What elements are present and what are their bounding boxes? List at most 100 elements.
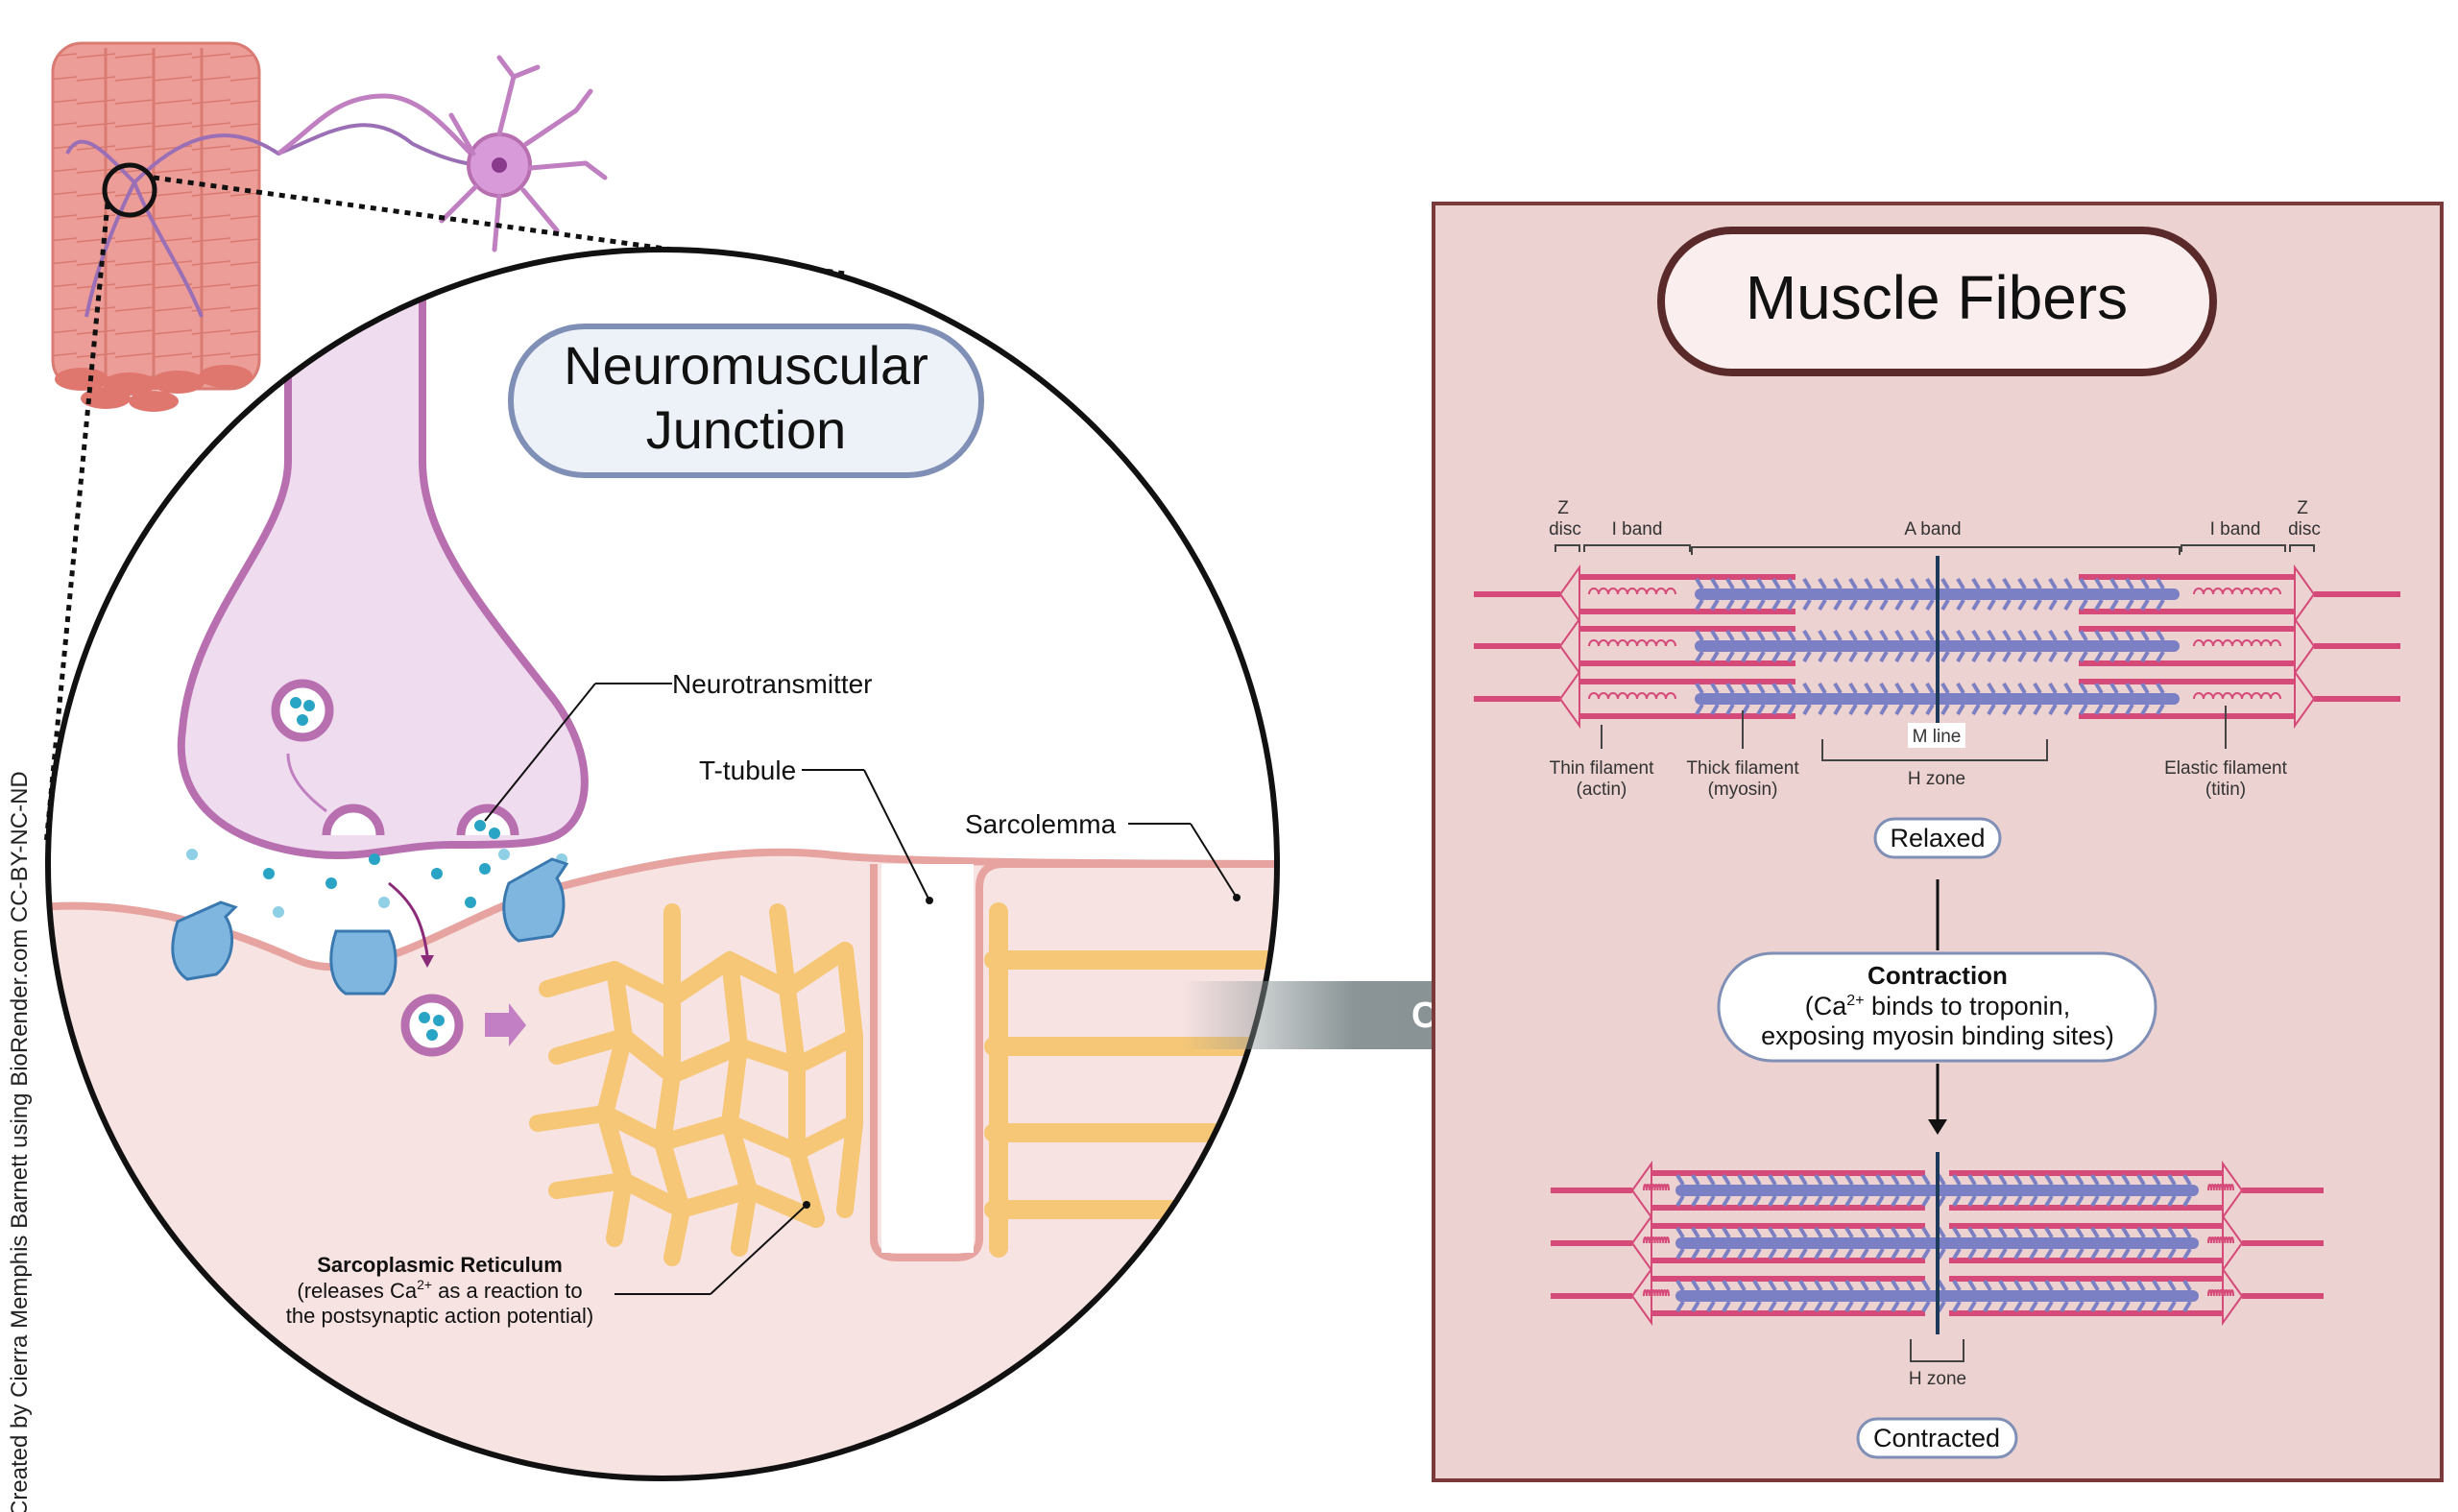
myosin-head [1864, 703, 1873, 716]
myosin-head [1998, 1173, 2008, 1187]
myosin-head [2044, 1300, 2054, 1313]
relaxed-pill: Relaxed [1873, 817, 2002, 859]
myosin-head [1783, 1194, 1793, 1208]
acetylcholine-receptor [171, 857, 569, 996]
myosin-head [1768, 1279, 1777, 1292]
myosin-head [1921, 1300, 1931, 1313]
myosin-head [1752, 1247, 1762, 1260]
myosin-head [2109, 682, 2119, 695]
myosin-head [1710, 682, 1720, 695]
myosin-head [1998, 1300, 2008, 1313]
myosin-head [2106, 1247, 2115, 1260]
myosin-head [1706, 1226, 1716, 1239]
myosin-head [1783, 1247, 1793, 1260]
myosin-head [2121, 1194, 2131, 1208]
myosin-head [1818, 682, 1827, 695]
myosin-head [1848, 703, 1858, 716]
label-neurotransmitter: Neurotransmitter [672, 669, 873, 699]
myosin-head [1737, 1300, 1747, 1313]
myosin-head [2079, 629, 2088, 642]
myosin-head [2167, 1279, 2177, 1292]
myosin-head [1906, 1194, 1916, 1208]
credit-text: Created by Cierra Memphis Barnett using … [7, 771, 33, 1512]
myosin-head [1864, 598, 1873, 612]
myosin-head [2152, 1279, 2161, 1292]
label-i-band-right: I band [2210, 519, 2261, 540]
myosin-head [1833, 650, 1843, 663]
myosin-head [1971, 703, 1981, 716]
label-z-disc-left-2: disc [1549, 519, 1581, 540]
myosin-head [1741, 577, 1750, 590]
label-h-zone-relaxed: H zone [1908, 769, 1965, 789]
myosin-head [2044, 1247, 2054, 1260]
myosin-head [1952, 1300, 1962, 1313]
myosin-head [1814, 1279, 1823, 1292]
myosin-head [1695, 598, 1704, 612]
myosin-head [1998, 1279, 2008, 1292]
myosin-head [2060, 1247, 2069, 1260]
elastic-filament [2193, 639, 2281, 647]
myosin-head [1875, 1300, 1885, 1313]
myosin-head [1818, 650, 1827, 663]
myosin-head [2156, 682, 2165, 695]
myosin-head [1768, 1194, 1777, 1208]
z-disc [2294, 564, 2315, 625]
relaxed-text: Relaxed [1890, 824, 1985, 852]
myosin-head [2182, 1279, 2192, 1292]
myosin-head [1971, 629, 1981, 642]
myosin-head [1952, 1194, 1962, 1208]
myosin-head [1814, 1247, 1823, 1260]
myosin-head [2063, 650, 2073, 663]
myosin-head [1906, 1226, 1916, 1239]
myosin-head [1833, 577, 1843, 590]
myosin-head [2060, 1173, 2069, 1187]
myosin-head [1725, 598, 1735, 612]
myosin-head [1998, 1226, 2008, 1239]
myosin-head [2079, 650, 2088, 663]
myosin-head [2121, 1173, 2131, 1187]
myosin-head [1891, 1300, 1900, 1313]
myosin-head [1752, 1173, 1762, 1187]
myosin-head [1956, 650, 1965, 663]
myosin-head [2048, 629, 2058, 642]
myosin-head [1722, 1226, 1731, 1239]
myosin-head [1906, 1247, 1916, 1260]
myosin-head [1710, 598, 1720, 612]
myosin-head [1798, 1226, 1808, 1239]
myosin-head [1710, 629, 1720, 642]
myosin-head [1756, 650, 1766, 663]
myosin-head [1829, 1300, 1839, 1313]
myosin-head [1864, 650, 1873, 663]
myosin-head [1998, 1247, 2008, 1260]
myosin-head [1952, 1279, 1962, 1292]
myosin-head [1848, 650, 1858, 663]
myosin-head [1695, 577, 1704, 590]
myosin-head [1848, 629, 1858, 642]
synaptic-vesicle [271, 679, 334, 742]
myosin-head [2017, 629, 2027, 642]
myosin-head [2106, 1279, 2115, 1292]
myosin-head [2017, 703, 2027, 716]
myosin-head [1741, 629, 1750, 642]
myosin-head [1848, 598, 1858, 612]
myosin-head [2048, 598, 2058, 612]
myosin-head [1879, 703, 1889, 716]
myosin-head [2125, 703, 2134, 716]
myosin-head [1741, 682, 1750, 695]
myosin-head [2033, 650, 2042, 663]
myosin-head [1695, 682, 1704, 695]
label-thick-2: (myosin) [1708, 780, 1778, 800]
myosin-head [1787, 682, 1796, 695]
myosin-head [1706, 1247, 1716, 1260]
myosin-head [1802, 629, 1812, 642]
myosin-head [2140, 598, 2150, 612]
myosin-head [1695, 650, 1704, 663]
myosin-head [2109, 703, 2119, 716]
myosin-head [1906, 1279, 1916, 1292]
myosin-head [1925, 629, 1935, 642]
myosin-head [1879, 598, 1889, 612]
myosin-head [1983, 1226, 1992, 1239]
label-z-disc-left-1: Z [1557, 498, 1569, 518]
myosin-head [1860, 1226, 1869, 1239]
myosin-head [2167, 1226, 2177, 1239]
